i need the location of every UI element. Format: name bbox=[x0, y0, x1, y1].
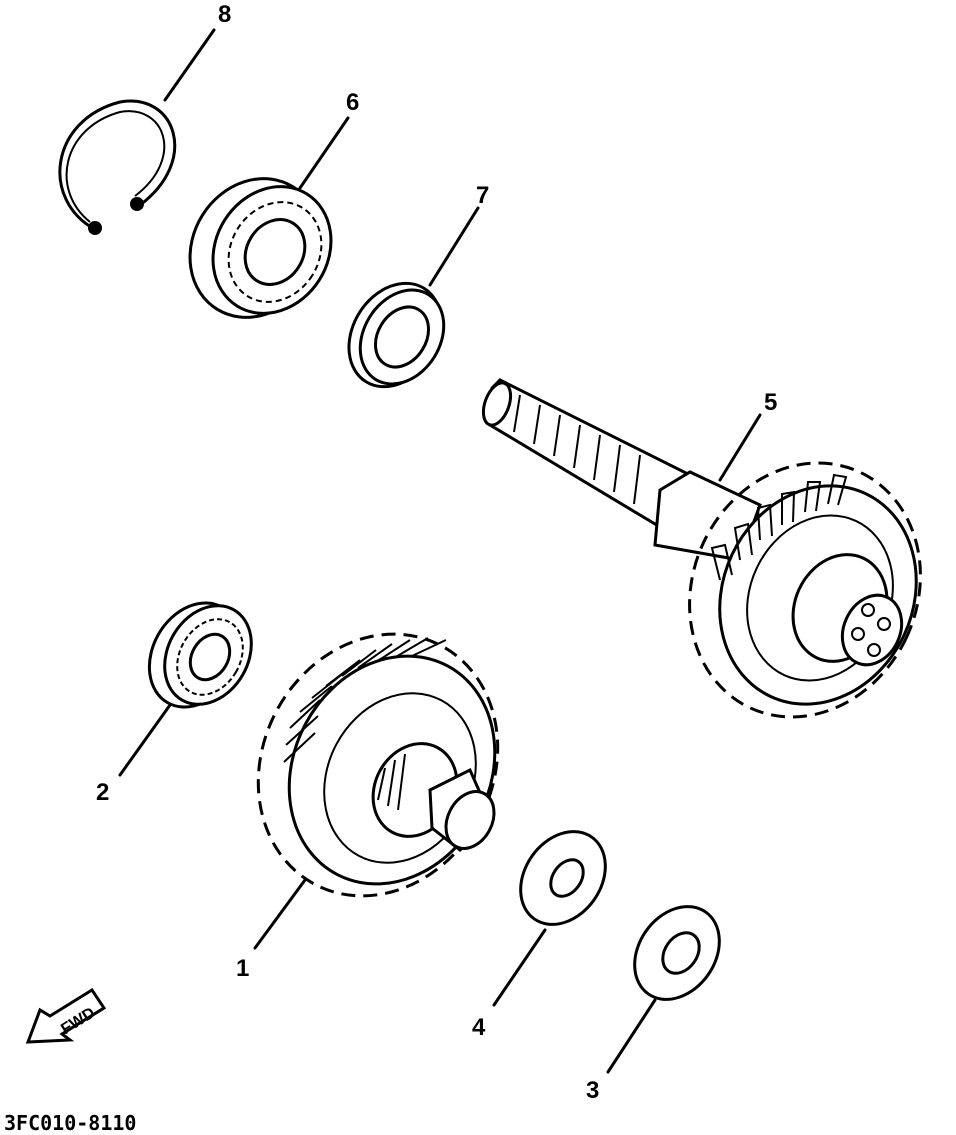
part-number-2: 2 bbox=[96, 779, 109, 806]
part-number-4: 4 bbox=[472, 1014, 486, 1041]
bearing-part-6: 6 bbox=[188, 89, 359, 319]
shaft-gear-part-5: 5 bbox=[481, 378, 922, 719]
part-number-7: 7 bbox=[476, 182, 489, 209]
part-number-3: 3 bbox=[586, 1077, 599, 1104]
circlip-part-8: 8 bbox=[58, 1, 231, 235]
part-number-6: 6 bbox=[346, 89, 359, 116]
washer-part-3: 3 bbox=[586, 905, 721, 1104]
part-number-5: 5 bbox=[764, 389, 777, 416]
part-number-8: 8 bbox=[218, 1, 231, 28]
diagram-reference-code: 3FC010-8110 bbox=[4, 1111, 137, 1135]
bearing-part-2: 2 bbox=[96, 601, 253, 806]
washer-part-4: 4 bbox=[472, 830, 607, 1041]
oil-seal-part-7: 7 bbox=[347, 182, 489, 389]
helical-gear-part-1: 1 bbox=[236, 632, 500, 982]
part-number-1: 1 bbox=[236, 955, 249, 982]
forward-arrow-icon: FWD bbox=[25, 987, 107, 1044]
